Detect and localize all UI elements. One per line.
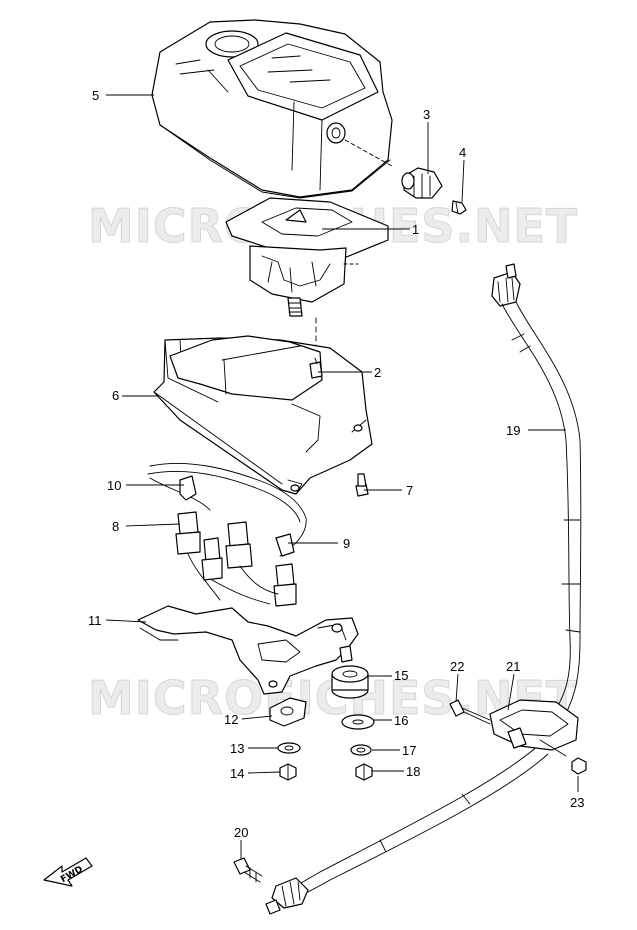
callout-4: 4 [459,145,466,160]
callout-20: 20 [234,825,248,840]
small-screw [451,200,467,215]
cable-drive-nut [401,167,443,199]
callout-22: 22 [450,659,464,674]
callout-13: 13 [230,741,244,756]
callout-17: 17 [402,743,416,758]
callout-labels: 1 2 3 4 5 6 7 8 9 10 11 12 13 14 15 16 1… [88,88,584,840]
washer-right [350,744,372,756]
clamp-nut [571,757,587,775]
mounting-bracket [137,605,359,695]
callout-3: 3 [423,107,430,122]
meter-case-assembly [225,197,389,351]
callout-5: 5 [92,88,99,103]
nut-right [355,763,373,781]
callout-8: 8 [112,519,119,534]
lower-cover [153,335,373,495]
cable-guide-clamp [489,699,579,757]
callout-11: 11 [88,613,102,628]
callout-12: 12 [224,712,238,727]
callout-16: 16 [394,713,408,728]
callout-14: 14 [230,766,244,781]
bulb [275,533,295,557]
speedometer-cable [265,263,582,915]
callout-21: 21 [506,659,520,674]
washer-left [277,742,301,754]
callout-18: 18 [406,764,420,779]
nut-left [279,763,297,781]
callout-9: 9 [343,536,350,551]
wire-harness-bulb [147,463,307,557]
bracket-clamp [269,697,307,727]
callout-10: 10 [107,478,121,493]
case-screw [309,357,323,379]
callout-23: 23 [570,795,584,810]
clamp-bolt [449,699,491,725]
upper-cover [151,19,393,199]
callout-1: 1 [412,222,419,237]
callout-6: 6 [112,388,119,403]
callout-15: 15 [394,668,408,683]
bulb-socket [175,511,297,607]
callout-19: 19 [506,423,520,438]
cable-end-bolt [233,857,263,883]
callout-2: 2 [374,365,381,380]
callout-leaders [105,94,579,860]
rubber-cushion [331,665,369,699]
fwd-direction-arrow: FWD [43,857,93,887]
callout-7: 7 [406,483,413,498]
lower-cover-screw [355,473,369,497]
flat-washer [341,714,375,730]
